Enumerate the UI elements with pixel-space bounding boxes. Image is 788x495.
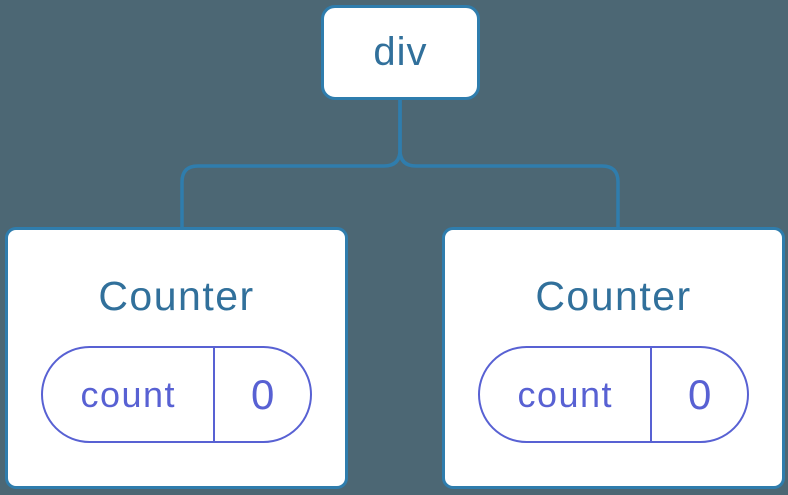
tree-node-div: div <box>321 5 480 100</box>
state-value-cell: 0 <box>215 348 310 441</box>
state-key-label: count <box>80 373 177 415</box>
state-key-label: count <box>517 373 614 415</box>
state-key-cell: count <box>43 348 216 441</box>
counter-title: Counter <box>535 273 692 319</box>
div-node-label: div <box>373 30 428 74</box>
state-value-label: 0 <box>688 370 712 418</box>
state-value-label: 0 <box>251 370 275 418</box>
state-value-cell: 0 <box>652 348 747 441</box>
tree-node-counter-left: Counter count 0 <box>5 227 348 489</box>
state-pill: count 0 <box>478 346 749 443</box>
connector-right-branch <box>398 100 620 228</box>
state-key-cell: count <box>480 348 653 441</box>
state-pill: count 0 <box>41 346 312 443</box>
tree-node-counter-right: Counter count 0 <box>442 227 785 489</box>
connector-left-branch <box>180 100 402 228</box>
counter-title: Counter <box>98 273 255 319</box>
